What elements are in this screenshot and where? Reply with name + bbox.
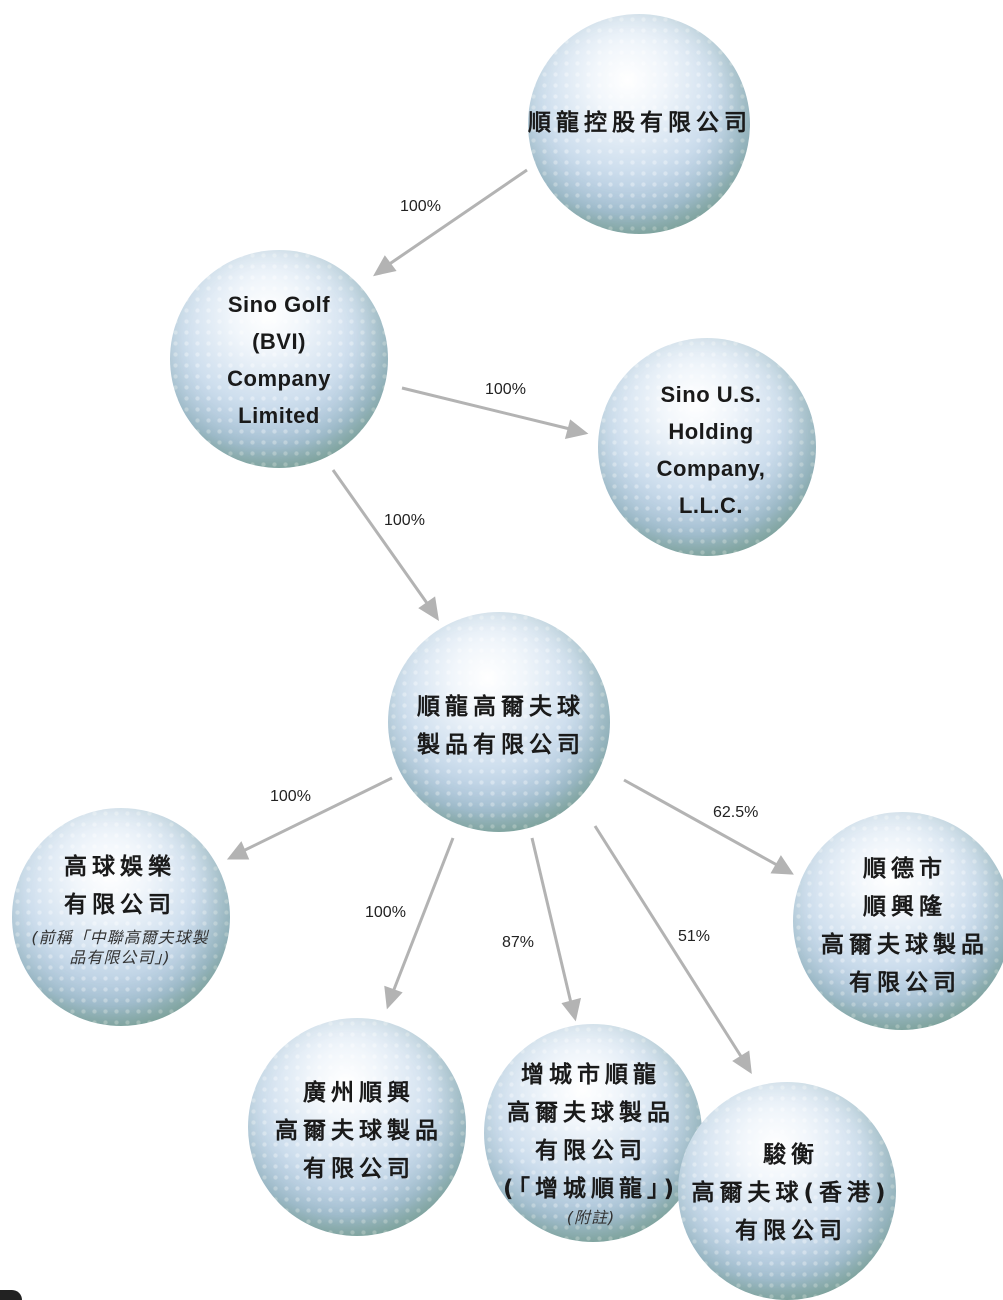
pct-golf-shunde: 62.5% (713, 804, 759, 821)
pct-bvi-golf: 100% (384, 512, 425, 529)
arrow-golf-entertainment (226, 776, 393, 860)
pct-golf-guangzhou: 100% (365, 904, 406, 921)
arrow-bvi-golf (331, 469, 439, 622)
node-zengcheng: 增城市順龍 高爾夫球製品 有限公司 (「增城順龍」) (附註) (482, 1056, 700, 1228)
node-us: Sino U.S. Holding Company, L.L.C. (656, 382, 766, 518)
pct-parent-bvi: 100% (400, 198, 441, 215)
arrow-golf-shunde (623, 778, 794, 875)
arrow-golf-junheng (593, 825, 752, 1075)
pct-bvi-us: 100% (485, 381, 526, 398)
pct-golf-zengcheng: 87% (502, 934, 535, 951)
node-shunde: 順德市 順興隆 高爾夫球製品 有限公司 (821, 856, 989, 996)
golf-ball-zengcheng (484, 1024, 702, 1242)
golf-ball-golf-mfg (388, 612, 610, 832)
node-parent: 順龍控股有限公司 (528, 110, 752, 136)
golf-ball-junheng (678, 1082, 896, 1300)
golf-ball-us (598, 338, 816, 556)
node-golf-mfg: 順龍高爾夫球 製品有限公司 (417, 694, 585, 758)
golf-ball-shunde (793, 812, 1003, 1030)
arrow-bvi-us (401, 386, 589, 440)
corner-mark (0, 1290, 22, 1300)
node-entertainment: 高球娛樂 有限公司 (前稱「中聯高爾夫球製 品有限公司」) (10, 848, 230, 968)
arrow-parent-bvi (373, 168, 528, 277)
node-bvi: Sino Golf (BVI) Company Limited (227, 292, 331, 428)
node-junheng: 駿衡 高爾夫球(香港) 有限公司 (691, 1142, 891, 1244)
zengcheng-footnote-ref: (附註) (566, 1208, 616, 1227)
arrow-golf-zengcheng (530, 837, 582, 1022)
arrow-golf-guangzhou (384, 837, 455, 1010)
entertainment-former-name-note: (前稱「中聯高爾夫球製 (31, 928, 209, 947)
golf-ball-entertainment (12, 808, 230, 1026)
node-guangzhou: 廣州順興 高爾夫球製品 有限公司 (275, 1080, 443, 1182)
pct-golf-junheng: 51% (678, 928, 711, 945)
golf-ball-guangzhou (248, 1018, 466, 1236)
golf-ball-bvi (170, 250, 388, 468)
pct-golf-entertainment: 100% (270, 788, 311, 805)
golf-ball-parent (528, 14, 750, 234)
